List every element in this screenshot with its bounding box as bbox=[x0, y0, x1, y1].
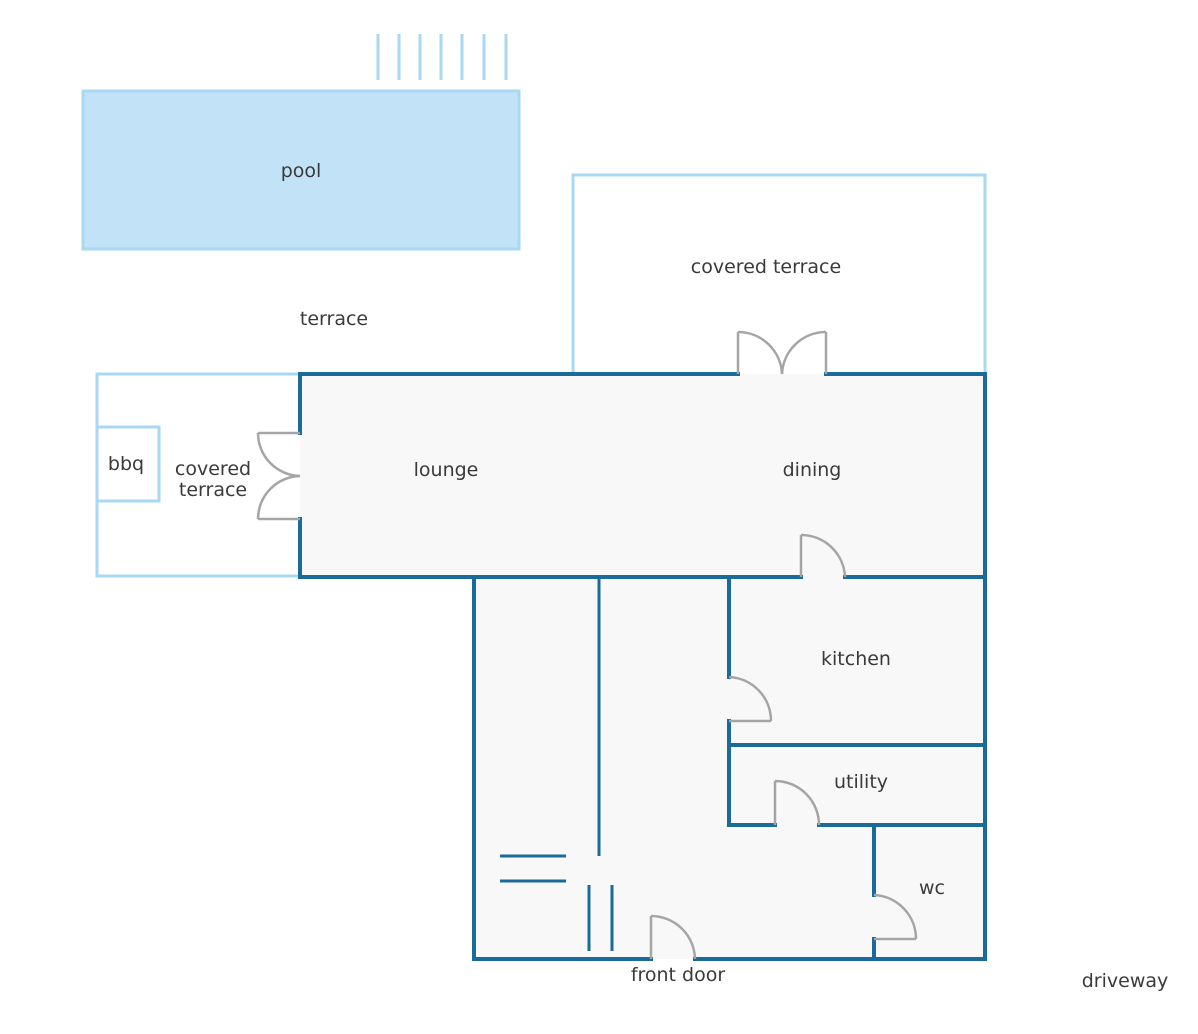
dining-label: dining bbox=[783, 459, 842, 481]
door-kitchen[interactable] bbox=[728, 675, 773, 723]
covered-terrace-left-label-line1: covered bbox=[175, 458, 251, 480]
pool-steps bbox=[376, 34, 508, 80]
covered-terrace-left-label-line2: terrace bbox=[179, 479, 247, 501]
door-terrace-top[interactable] bbox=[736, 330, 828, 375]
bbq bbox=[95, 425, 161, 503]
door-wc[interactable] bbox=[873, 893, 918, 941]
pool bbox=[81, 89, 521, 251]
terrace-label: terrace bbox=[300, 308, 368, 330]
walls bbox=[298, 372, 987, 961]
bbq-label: bbq bbox=[108, 453, 144, 475]
door-front[interactable] bbox=[649, 914, 697, 960]
lounge-dining-room bbox=[300, 374, 985, 577]
door-terrace-left[interactable] bbox=[256, 431, 301, 521]
pool-label: pool bbox=[281, 160, 322, 182]
wc-label: wc bbox=[919, 877, 945, 899]
lounge-label: lounge bbox=[414, 459, 479, 481]
kitchen-label: kitchen bbox=[821, 648, 891, 670]
covered-terrace-top-outline bbox=[571, 173, 987, 374]
door-dining-kitchen[interactable] bbox=[799, 533, 847, 578]
covered-terrace-top-label: covered terrace bbox=[691, 256, 841, 278]
stairs bbox=[500, 579, 614, 951]
utility-label: utility bbox=[834, 771, 888, 793]
driveway-label: driveway bbox=[1082, 970, 1169, 992]
door-utility[interactable] bbox=[773, 779, 821, 826]
front-door-label: front door bbox=[631, 964, 726, 986]
